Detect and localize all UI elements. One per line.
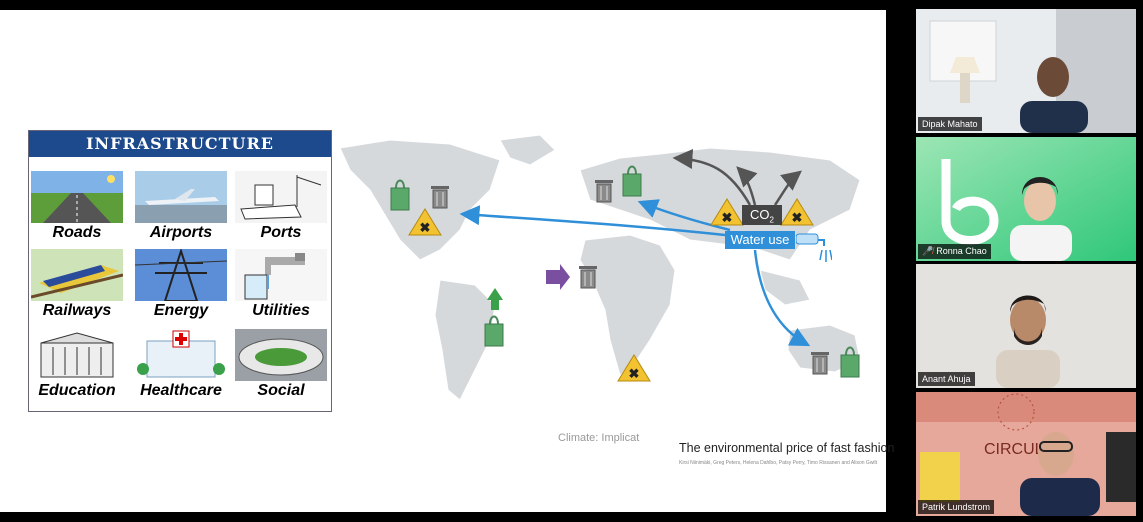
participant-name: Anant Ahuja: [918, 372, 975, 386]
shopping-bag-icon: [622, 165, 642, 197]
trash-bin-icon: [579, 266, 597, 289]
infra-tile-utilities: Utilities: [235, 249, 327, 327]
infra-tile-roads: Roads: [31, 171, 123, 249]
participant-video-tile[interactable]: Dipak Mahato: [916, 9, 1136, 133]
infra-tile-education: Education: [31, 329, 123, 407]
svg-text:✖: ✖: [792, 210, 803, 225]
airport-image: [135, 171, 227, 223]
svg-text:CIRCUL: CIRCUL: [984, 441, 1044, 458]
infra-label: Energy: [153, 302, 209, 319]
infra-label: Healthcare: [140, 382, 222, 399]
participant-video-tile[interactable]: Anant Ahuja: [916, 264, 1136, 388]
infrastructure-title: Infrastructure: [29, 131, 331, 157]
mic-off-icon: 🎤̸: [922, 246, 934, 256]
participant-name: Dipak Mahato: [918, 117, 982, 131]
water-tap-image: [235, 249, 327, 301]
infra-tile-social: Social: [235, 329, 327, 407]
infra-label: Railways: [42, 302, 112, 319]
hospital-image: [135, 329, 227, 381]
infra-tile-energy: Energy: [135, 249, 227, 327]
infra-label: Roads: [52, 224, 102, 241]
trash-bin-icon: [431, 186, 449, 209]
infra-label: Social: [257, 382, 305, 399]
infra-label: Utilities: [252, 302, 310, 319]
trash-bin-icon: [595, 180, 613, 203]
infra-label: Ports: [260, 224, 302, 241]
hazard-icon: ✖: [617, 354, 651, 382]
participant-video-tile[interactable]: 🎤̸Ronna Chao: [916, 137, 1136, 261]
water-use-label: Water use: [725, 231, 795, 249]
participant-video-tile[interactable]: CIRCUL Patrik Lundstrom: [916, 392, 1136, 516]
infrastructure-panel: Infrastructure Roads Airports Ports Rail…: [28, 130, 332, 412]
infra-tile-railways: Railways: [31, 249, 123, 327]
university-building-image: [31, 329, 123, 381]
world-map: [330, 130, 886, 430]
hazard-icon: ✖: [780, 198, 814, 226]
faucet-icon: [796, 233, 832, 262]
shopping-bag-icon: [840, 346, 860, 378]
hazard-icon: ✖: [710, 198, 744, 226]
svg-text:✖: ✖: [629, 366, 640, 381]
infra-tile-healthcare: Healthcare: [135, 329, 227, 407]
citation-title: The environmental price of fast fashion: [679, 441, 895, 455]
road-image: [31, 171, 123, 223]
shopping-bag-icon: [484, 315, 504, 347]
infra-tile-ports: Ports: [235, 171, 327, 249]
train-image: [31, 249, 123, 301]
infra-label: Airports: [149, 224, 213, 241]
power-tower-image: [135, 249, 227, 301]
co2-label: CO2: [742, 205, 782, 225]
svg-text:✖: ✖: [722, 210, 733, 225]
shopping-bag-icon: [390, 179, 410, 211]
citation-authors: Kirsi Niinimäki, Greg Peters, Helena Dah…: [679, 460, 878, 466]
infra-label: Education: [38, 382, 116, 399]
stadium-image: [235, 329, 327, 381]
svg-text:✖: ✖: [420, 220, 431, 235]
participant-name: Patrik Lundstrom: [918, 500, 995, 514]
participant-name: 🎤̸Ronna Chao: [918, 244, 991, 259]
trash-bin-icon: [811, 352, 829, 375]
cut-off-caption: Climate: Implicat: [558, 432, 640, 444]
infra-tile-airports: Airports: [135, 171, 227, 249]
hazard-icon: ✖: [408, 208, 442, 236]
port-image: [235, 171, 327, 223]
